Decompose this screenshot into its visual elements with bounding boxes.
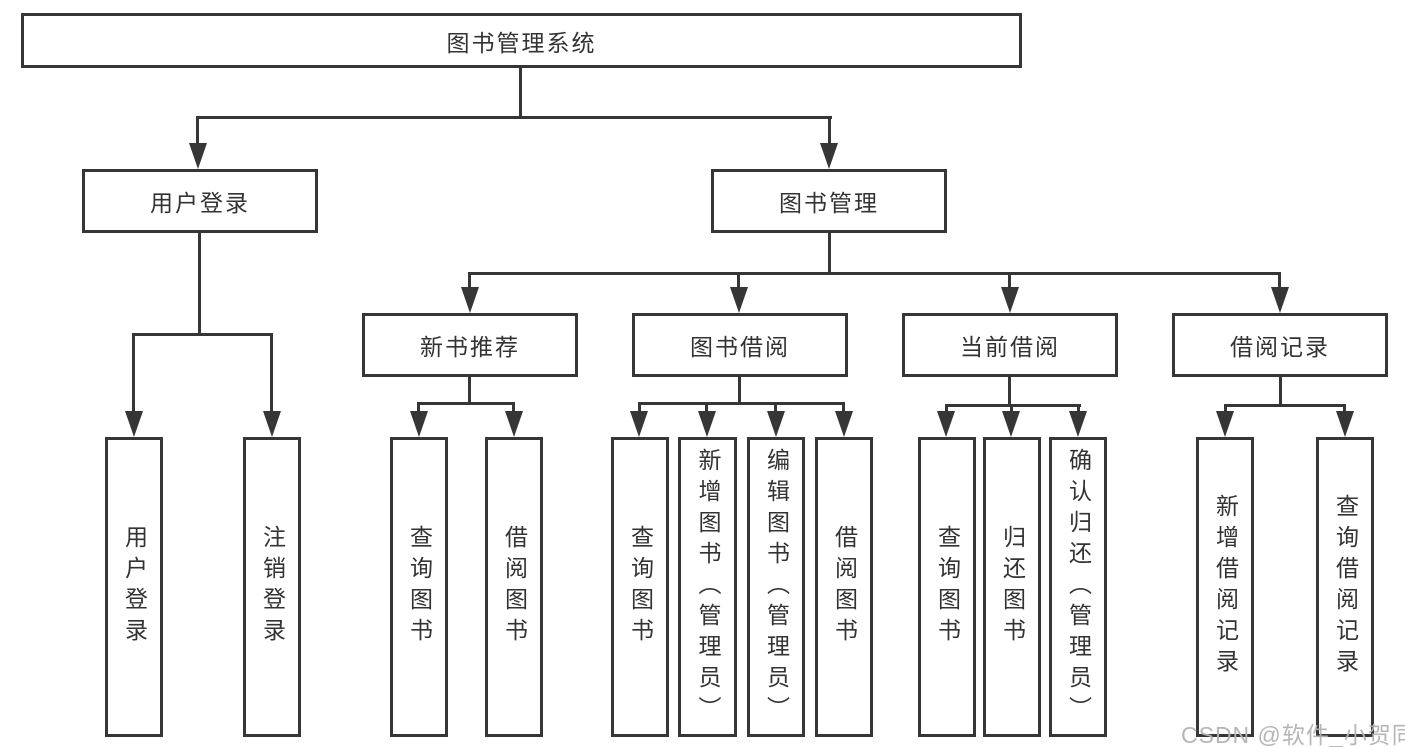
node-label: 查询图书 (627, 525, 654, 649)
arrowhead-down (410, 411, 428, 437)
connector-line (1008, 377, 1011, 406)
leaf-edit-books-admin: 编辑图书（管理员） (747, 437, 805, 737)
connector-line (468, 273, 471, 293)
arrowhead-down (1336, 411, 1354, 437)
arrowhead-down (505, 411, 523, 437)
connector-line (196, 117, 199, 148)
csdn-watermark: CSDN @软件_小贺同学 (1181, 722, 1405, 747)
leaf-borrow-books-borrow: 借阅图书 (815, 437, 873, 737)
connector-line (132, 334, 135, 414)
node-label: 新增图书（管理员） (695, 447, 721, 727)
leaf-add-borrow-record: 新增借阅记录 (1196, 437, 1254, 737)
node-book-management: 图书管理 (711, 169, 947, 233)
connector-line (738, 377, 741, 404)
connector-line (1008, 273, 1011, 293)
leaf-logout: 注销登录 (243, 437, 301, 737)
leaf-borrow-books-recommend: 借阅图书 (485, 437, 543, 737)
connector-line (1224, 405, 1227, 414)
leaf-return-books: 归还图书 (983, 437, 1041, 737)
connector-line (468, 377, 471, 404)
connector-line (1010, 405, 1013, 414)
node-library-system: 图书管理系统 (21, 13, 1022, 68)
connector-line (945, 404, 1081, 407)
connector-line (828, 117, 831, 148)
node-book-borrow: 图书借阅 (632, 313, 848, 377)
leaf-query-books-current: 查询图书 (918, 437, 976, 737)
node-label: 查询图书 (406, 525, 433, 649)
connector-line (842, 403, 845, 414)
arrowhead-down (1069, 411, 1087, 437)
connector-line (1343, 405, 1346, 414)
arrowhead-down (630, 411, 648, 437)
connector-line (270, 334, 273, 414)
node-label: 借阅图书 (501, 525, 528, 649)
connector-line (417, 403, 420, 414)
node-label: 图书管理系统 (446, 29, 597, 56)
leaf-confirm-return-admin: 确认归还（管理员） (1049, 437, 1107, 737)
arrowhead-down (1001, 287, 1019, 313)
node-label: 查询图书 (934, 525, 961, 649)
connector-line (828, 233, 831, 275)
node-label: 新书推荐 (420, 334, 520, 360)
node-label: 用户登录 (150, 190, 250, 216)
connector-line (417, 402, 515, 405)
connector-line (1077, 405, 1080, 414)
connector-line (468, 272, 1281, 275)
connector-line (705, 403, 708, 414)
connector-line (1279, 377, 1282, 406)
connector-line (196, 116, 832, 119)
connector-line (1278, 273, 1281, 293)
leaf-query-borrow-record: 查询借阅记录 (1316, 437, 1374, 737)
connector-line (737, 273, 740, 293)
node-label: 当前借阅 (960, 334, 1060, 360)
node-label: 借阅图书 (831, 525, 858, 649)
leaf-query-books-borrow: 查询图书 (611, 437, 669, 737)
arrowhead-down (698, 411, 716, 437)
node-label: 查询借阅记录 (1332, 494, 1359, 680)
connector-line (198, 232, 201, 336)
node-label: 注销登录 (259, 525, 286, 649)
connector-line (1224, 404, 1346, 407)
node-label: 新增借阅记录 (1212, 494, 1239, 680)
node-label: 图书借阅 (690, 334, 790, 360)
connector-line (512, 403, 515, 414)
node-user-login: 用户登录 (82, 169, 318, 233)
arrowhead-down (767, 411, 785, 437)
arrowhead-down (1216, 411, 1234, 437)
leaf-query-books-recommend: 查询图书 (390, 437, 448, 737)
leaf-add-books-admin: 新增图书（管理员） (678, 437, 737, 737)
connector-line (132, 333, 273, 336)
node-label: 借阅记录 (1230, 334, 1330, 360)
arrowhead-down (1002, 411, 1020, 437)
arrowhead-down (835, 411, 853, 437)
node-new-book-recommend: 新书推荐 (362, 313, 578, 377)
connector-line (638, 403, 641, 414)
node-label: 图书管理 (779, 190, 879, 216)
leaf-user-login: 用户登录 (105, 437, 163, 737)
node-label: 确认归还（管理员） (1065, 447, 1092, 727)
arrowhead-down (820, 143, 838, 169)
node-label: 编辑图书（管理员） (763, 447, 790, 727)
arrowhead-down (937, 411, 955, 437)
node-borrow-records: 借阅记录 (1172, 313, 1388, 377)
connector-line (519, 68, 522, 118)
arrowhead-down (461, 287, 479, 313)
arrowhead-down (1271, 287, 1289, 313)
arrowhead-down (125, 411, 143, 437)
node-label: 归还图书 (999, 525, 1026, 649)
arrowhead-down (189, 143, 207, 169)
connector-line (774, 403, 777, 414)
connector-line (638, 402, 845, 405)
connector-line (945, 405, 948, 414)
node-current-borrow: 当前借阅 (902, 313, 1118, 377)
node-label: 用户登录 (121, 525, 148, 649)
arrowhead-down (730, 287, 748, 313)
arrowhead-down (263, 411, 281, 437)
